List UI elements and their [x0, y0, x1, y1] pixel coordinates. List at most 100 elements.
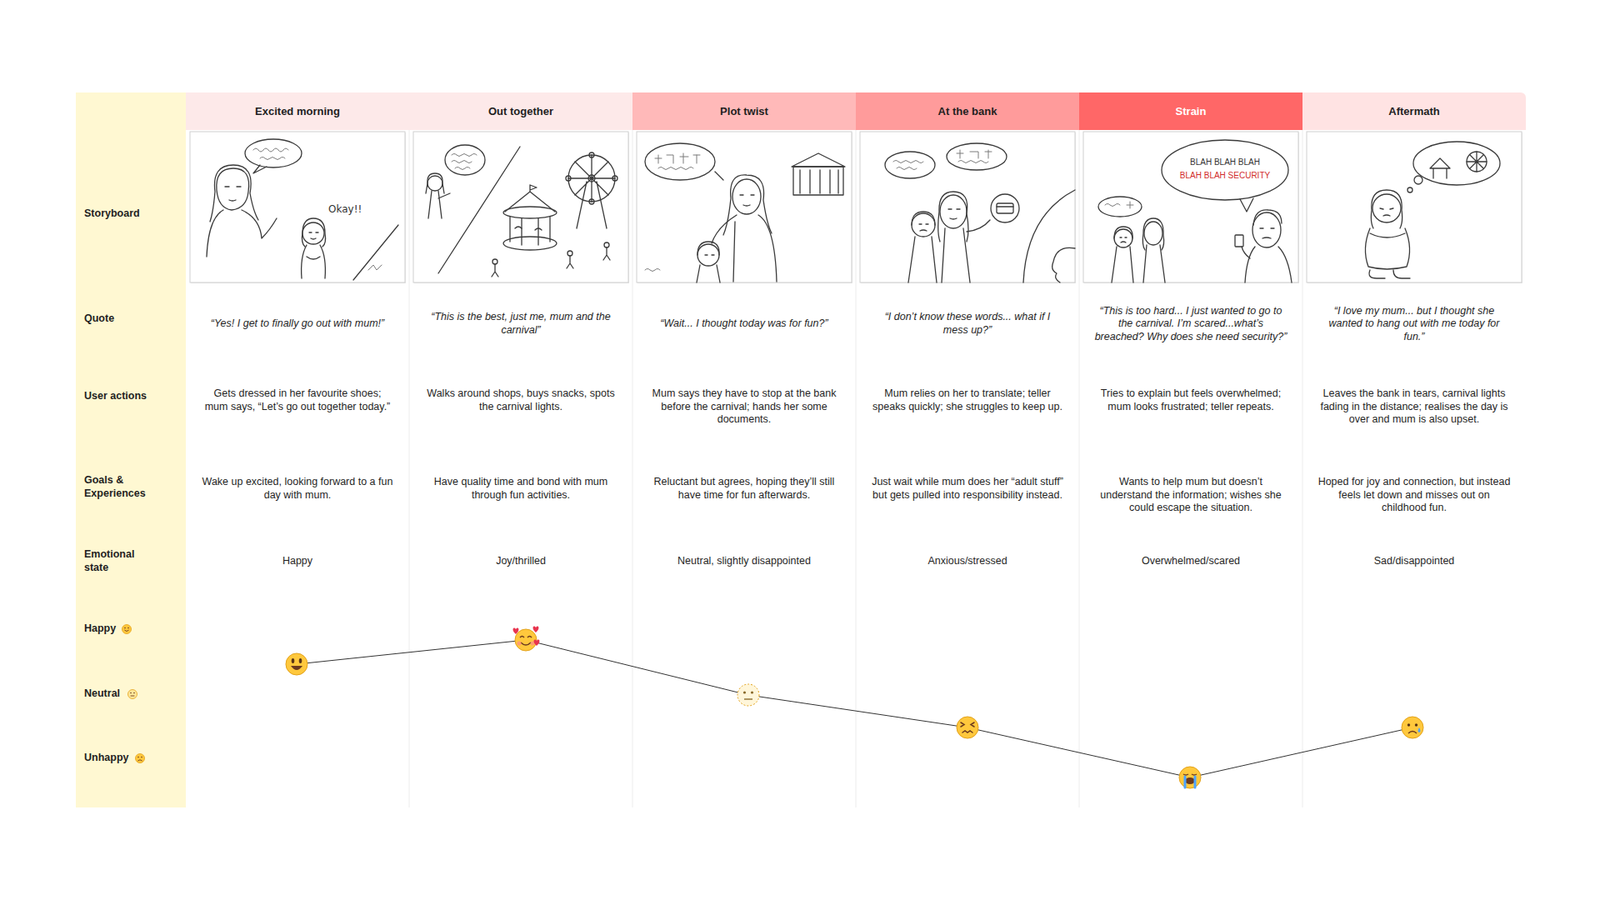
storyboard-sketch [696, 241, 720, 283]
storyboard-sketch [567, 250, 573, 256]
quote-text: “I don’t know these words... what if I m… [870, 310, 1065, 337]
storyboard-sketch [216, 168, 250, 210]
storyboard-sketch [1161, 140, 1289, 200]
storyboard-sketch [253, 148, 289, 160]
storyboard-sketch [940, 195, 967, 229]
storyboard-sketch [427, 175, 443, 191]
storyboard-sketch [510, 216, 550, 245]
row-emoji [124, 630, 129, 632]
storyboard-sketch [655, 153, 700, 170]
user-action-text: Leaves the bank in tears, carnival light… [1317, 387, 1511, 427]
storyboard-sketch [245, 139, 302, 168]
sketch-handwriting: BLAH BLAH BLAH [1162, 156, 1288, 169]
emotion-emoji [737, 684, 760, 706]
storyboard-sketch [1380, 208, 1394, 216]
emotion-emoji [290, 665, 303, 670]
stage-header: Strain [1079, 92, 1303, 130]
storyboard-frame [190, 132, 406, 284]
row-label-band: StoryboardQuoteUser actionsGoals & Exper… [75, 92, 186, 808]
user-action-text: Mum says they have to stop at the bank b… [647, 387, 841, 427]
storyboard-sketch [893, 160, 924, 170]
row-emoji [135, 754, 145, 764]
storyboard-sketch [697, 244, 720, 266]
storyboard-sketch [645, 143, 845, 283]
stage-title: At the bank [855, 105, 1080, 119]
storyboard-sketch [948, 209, 960, 220]
storyboard-frame [860, 131, 1075, 283]
emotional-state-text: Anxious/stressed [870, 555, 1065, 569]
row-label: Unhappy [84, 751, 156, 765]
emotion-emoji [1183, 774, 1197, 775]
emotion-emoji [513, 626, 540, 651]
row-label: Emotional state [84, 548, 156, 575]
storyboard-sketch [1023, 190, 1075, 283]
stage-title: Aftermath [1302, 105, 1526, 119]
emotion-emoji [737, 684, 760, 706]
storyboard-frame [414, 132, 630, 284]
storyboard-sketch [711, 215, 777, 282]
emotion-emoji [1408, 731, 1417, 735]
storyboard-frame [637, 132, 853, 284]
storyboard-sketch [1372, 194, 1401, 223]
row-emoji [124, 627, 126, 630]
emotional-state-text: Neutral, slightly disappointed [647, 555, 841, 569]
goal-text: Wake up excited, looking forward to a fu… [200, 475, 395, 502]
storyboard-sketch [946, 143, 1007, 170]
storyboard-sketch [1407, 187, 1413, 193]
emotion-emoji [1401, 716, 1424, 739]
emotion-emoji [1401, 716, 1424, 739]
storyboard-sketch [503, 236, 557, 250]
emotion-emoji [1185, 777, 1195, 785]
stage-header: At the bank [855, 92, 1080, 130]
storyboard-sketch [941, 220, 990, 283]
emotional-state-text: Happy [200, 555, 395, 569]
storyboard-sketch [1105, 201, 1134, 209]
row-emoji [122, 625, 132, 635]
storyboard-sketch [428, 190, 450, 219]
emotion-emoji [1185, 776, 1195, 788]
storyboard-sketch [425, 173, 445, 194]
emotion-emoji [743, 690, 746, 694]
storyboard-sketch [309, 232, 319, 240]
goal-text: Wants to help mum but doesn’t understand… [1094, 475, 1288, 515]
storyboard-sketch [1111, 246, 1134, 283]
storyboard-sketch [1414, 175, 1423, 185]
row-emoji [133, 692, 135, 695]
storyboard-sketch [206, 210, 277, 257]
emotion-emoji [960, 722, 975, 733]
row-emoji [137, 760, 142, 761]
goal-text: Just wait while mum does her “adult stuf… [870, 475, 1065, 502]
storyboard-sketch [996, 205, 1014, 207]
storyboard-sketch [368, 265, 382, 270]
storyboard-sketch [1365, 228, 1410, 270]
row-emoji [122, 625, 145, 764]
storyboard-sketch [603, 247, 610, 260]
storyboard-sketch [1253, 210, 1282, 239]
storyboard-sketch [491, 264, 499, 277]
emotion-emoji [520, 636, 532, 646]
goal-text: Have quality time and bond with mum thro… [424, 475, 618, 502]
quote-text: “Wait... I thought today was for fun?” [647, 317, 841, 331]
column-divider [632, 130, 634, 808]
emotional-state-text: Joy/thrilled [424, 555, 618, 569]
storyboard-sketch [1143, 245, 1165, 283]
stage-header: Plot twist [632, 92, 856, 130]
row-emoji [128, 690, 138, 700]
storyboard-sketch [740, 195, 755, 206]
emotion-emoji [285, 653, 308, 675]
storyboard-sketch [800, 170, 839, 194]
storyboard-frame [1083, 131, 1299, 283]
user-action-text: Mum relies on her to translate; teller s… [870, 387, 1065, 414]
storyboard-sketch [1235, 235, 1244, 247]
storyboard-sketch [225, 186, 241, 201]
stage-header: Out together [409, 92, 633, 130]
storyboard-frame [1306, 131, 1522, 283]
storyboard-frame [636, 131, 852, 283]
storyboard-sketch [996, 203, 1014, 214]
storyboard-sketch [1240, 198, 1254, 212]
quote-text: “Yes! I get to finally go out with mum!” [200, 317, 395, 331]
storyboard-sketch [645, 143, 715, 180]
storyboard-sketch [1365, 141, 1500, 279]
storyboard-frame [190, 131, 405, 283]
